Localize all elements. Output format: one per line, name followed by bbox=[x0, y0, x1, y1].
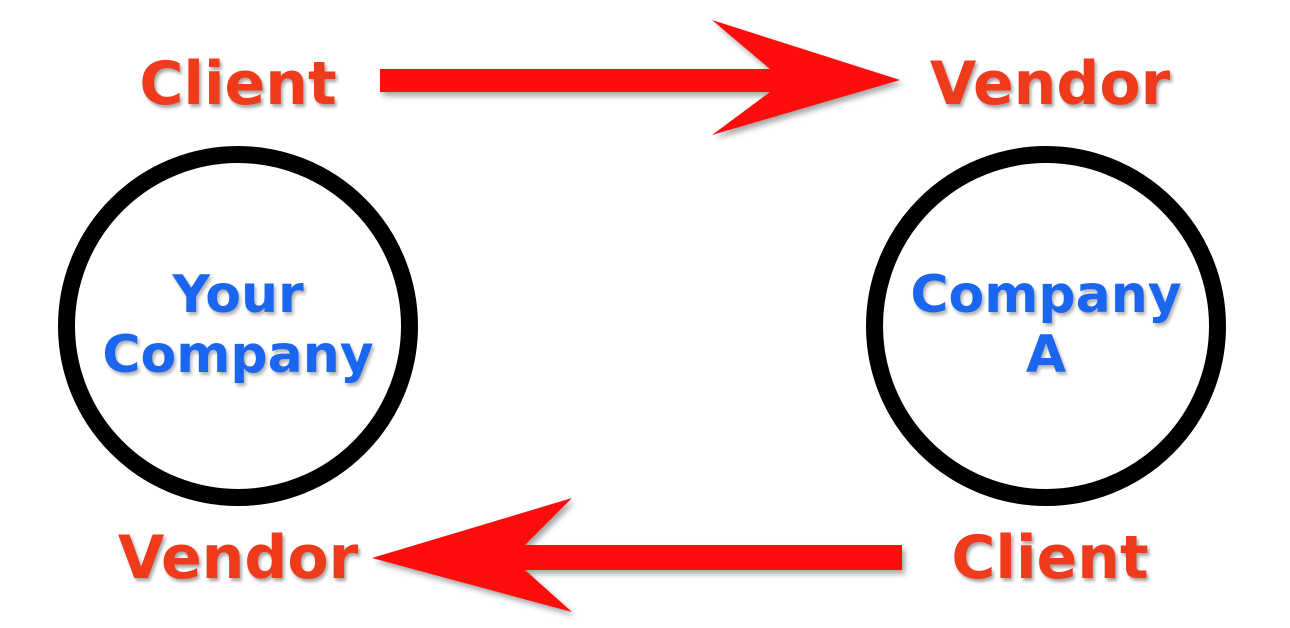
top-arrow-shape bbox=[380, 20, 900, 135]
company-a-line1: Company bbox=[910, 265, 1182, 326]
your-company-line2: Company bbox=[102, 325, 374, 385]
company-a-line2: A bbox=[1025, 325, 1067, 385]
top-vendor-label: Vendor bbox=[929, 49, 1171, 119]
bottom-client-label: Client bbox=[951, 523, 1149, 593]
your-company-line1: Your bbox=[172, 265, 304, 326]
bottom-vendor-label: Vendor bbox=[117, 523, 359, 593]
bottom-arrow-shape bbox=[372, 498, 902, 612]
top-client-label: Client bbox=[139, 49, 337, 119]
